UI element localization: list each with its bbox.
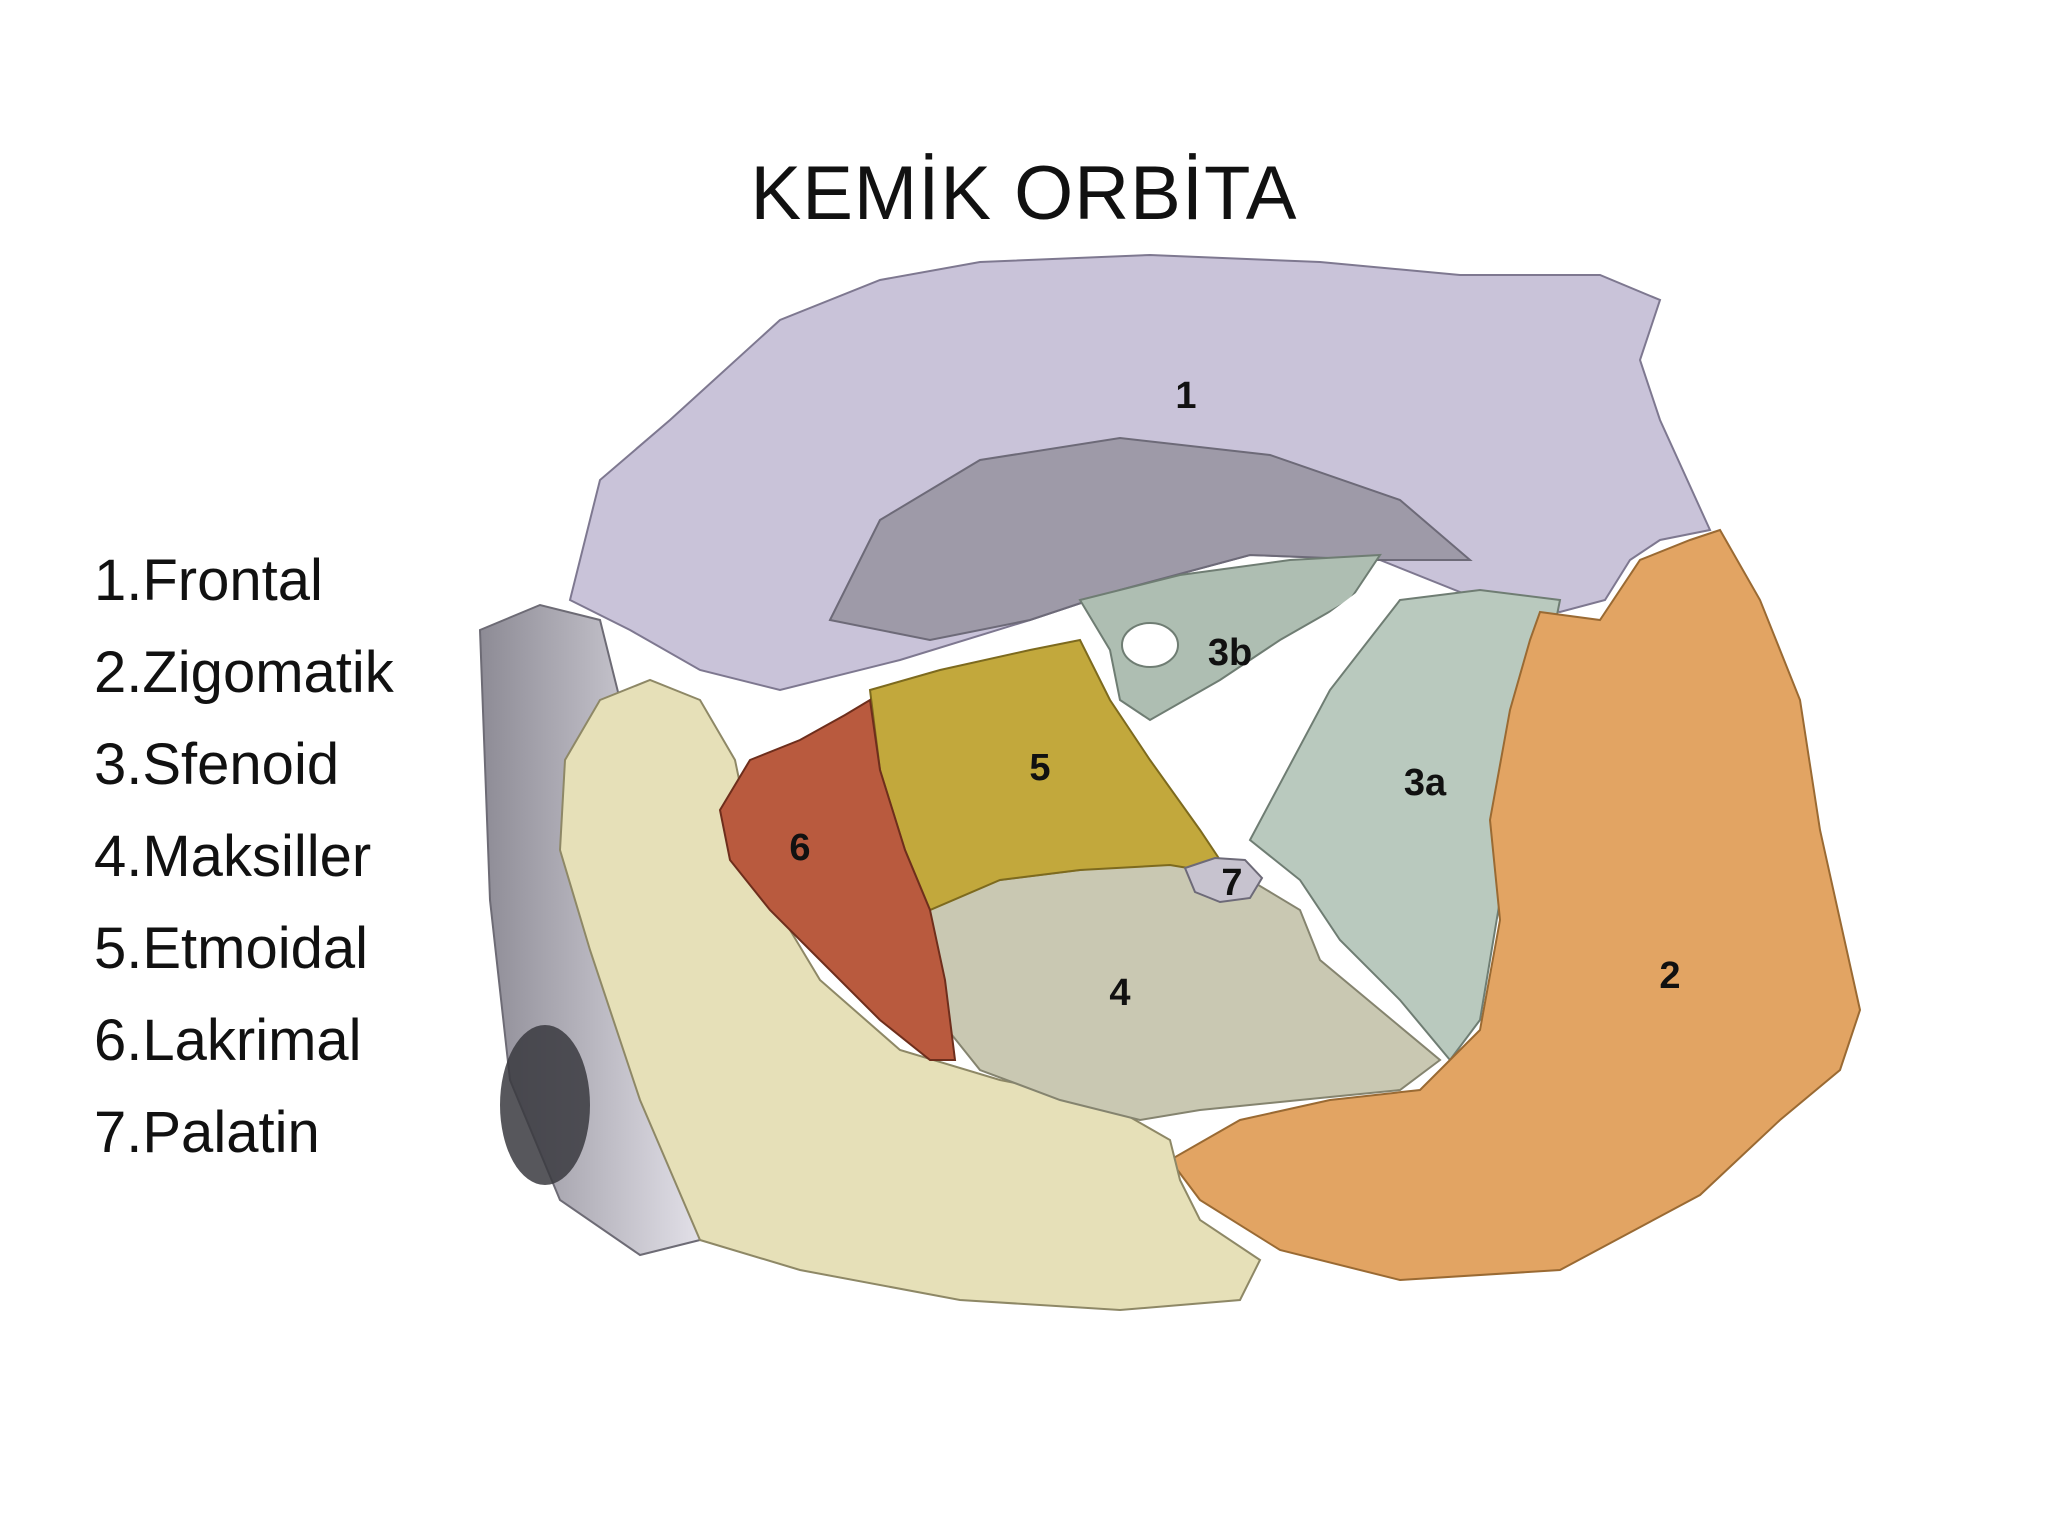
legend-item-maxilla: 4.Maksiller bbox=[94, 824, 372, 889]
legend-item-ethmoid: 5.Etmoidal bbox=[94, 916, 369, 981]
marker-zygomatic: 2 bbox=[1659, 955, 1680, 997]
zygomatic-bone-shape bbox=[1168, 528, 1862, 1282]
marker-ethmoid: 5 bbox=[1029, 747, 1050, 789]
legend-item-zygomatic: 2.Zigomatik bbox=[94, 640, 394, 705]
lacrimal-bone-shape bbox=[718, 698, 957, 1061]
legend-item-lacrimal: 6.Lakrimal bbox=[94, 1008, 362, 1073]
marker-sphenoid-a: 3a bbox=[1404, 762, 1447, 804]
legend-item-palatine: 7.Palatin bbox=[94, 1100, 320, 1165]
marker-palatine: 7 bbox=[1221, 862, 1242, 904]
orbital-roof-shape bbox=[828, 436, 1473, 642]
marker-maxilla: 4 bbox=[1109, 972, 1130, 1014]
sphenoid-lesser-wing-shape bbox=[1078, 553, 1382, 722]
bone-legend: 1.Frontal 2.Zigomatik 3.Sfenoid 4.Maksil… bbox=[94, 535, 394, 1179]
legend-item-sphenoid: 3.Sfenoid bbox=[94, 732, 340, 797]
foramen-shape bbox=[500, 1025, 590, 1185]
page-title: KEMİK ORBİTA bbox=[750, 151, 1298, 236]
optic-canal-shape bbox=[1121, 622, 1179, 668]
palatine-bone-shape bbox=[1183, 856, 1264, 904]
orbital-fissure-shape bbox=[1200, 590, 1400, 840]
legend-item-frontal: 1.Frontal bbox=[94, 548, 323, 613]
marker-frontal: 1 bbox=[1175, 375, 1196, 417]
marker-sphenoid-b: 3b bbox=[1208, 632, 1252, 674]
marker-lacrimal: 6 bbox=[789, 827, 810, 869]
